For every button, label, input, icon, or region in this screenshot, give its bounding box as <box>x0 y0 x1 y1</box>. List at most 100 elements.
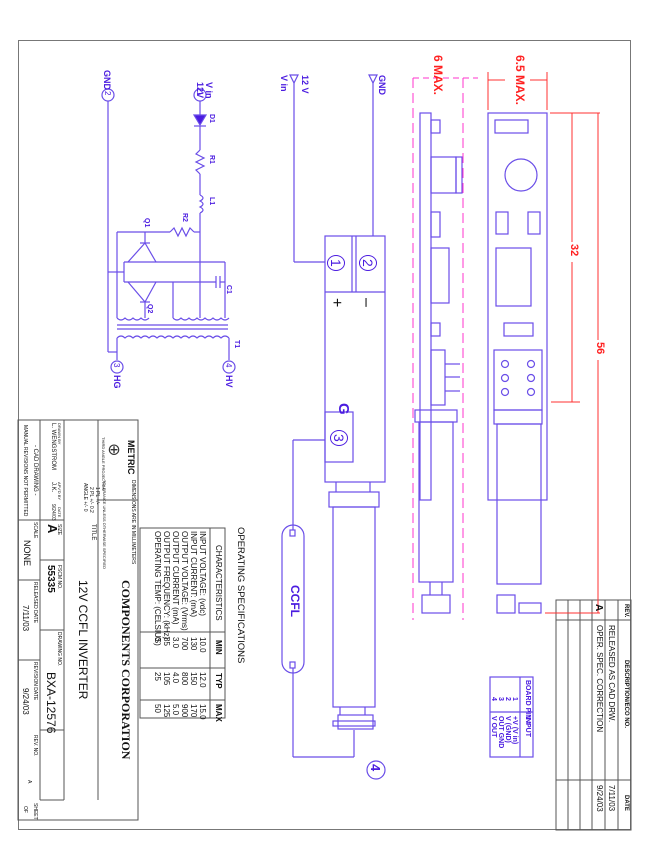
dim-side-width: 6 MAX. <box>431 55 445 96</box>
spec-row-name: INPUT CURRENT: (mA) <box>189 531 198 618</box>
dim-top-width: 6.5 MAX. <box>513 55 527 106</box>
sch-pin4-circle <box>222 360 236 374</box>
d1-label: D1 <box>208 114 215 123</box>
spec-row-name: INPUT VOLTAGE: (vdc) <box>198 531 207 616</box>
plus-sign: + <box>328 298 345 308</box>
spec-row-name: OUTPUT CURRENT (mA) <box>171 531 180 625</box>
q2-label: Q2 <box>146 304 153 314</box>
drawing-no-label: DRAWING NO. <box>56 632 62 667</box>
board-pin-2: 2 <box>504 697 511 701</box>
board-pin-3: 3 <box>497 697 504 701</box>
wire-12v-label: 12 V <box>300 75 310 94</box>
wire-pin2-label: 2 <box>359 255 377 271</box>
t1-label: T1 <box>233 340 240 349</box>
c1-label: C1 <box>225 285 232 294</box>
revision-table <box>555 599 632 831</box>
sch-pin4-number: 4 <box>224 363 233 368</box>
scale-label: SCALE <box>32 522 38 539</box>
fscm-value: 55335 <box>45 565 56 593</box>
board-input-2: V (GND) <box>504 716 511 743</box>
drawing-title: 12V CCFL INVERTER <box>76 580 90 700</box>
spec-row-max: 125 <box>162 704 171 718</box>
dims-note: DIMENSIONS ARE IN MILLIMETERS <box>130 480 136 565</box>
sheet-label: SHEET <box>32 803 38 820</box>
wire-gnd-label: GND <box>377 75 387 95</box>
spec-row-max: 50 <box>153 704 162 713</box>
rev-no-value: A <box>26 780 32 784</box>
rev-header: REV. <box>623 604 629 618</box>
spec-row-max: 900 <box>180 704 189 718</box>
spec-title: OPERATING SPECIFICATIONS <box>235 527 246 664</box>
rev-row-2-rev: A <box>593 604 604 612</box>
sch-vin-volt-label: 12V <box>195 82 205 99</box>
ccfl-label: CCFL <box>288 585 302 617</box>
dim-overall-length: 56 <box>594 342 606 355</box>
spec-row-typ: 800 <box>180 672 189 686</box>
connector-body <box>324 235 386 483</box>
manual-note: MANUAL REVISIONS NOT PERMITTED <box>22 425 28 517</box>
fscm-label: FSCM NO. <box>56 565 62 590</box>
sch-pin3-number: 3 <box>112 363 121 368</box>
apvd-date-label: DATE <box>57 507 62 518</box>
spec-row-typ: 12.0 <box>198 672 207 688</box>
rev-row-1-date: 7/11/03 <box>607 785 616 812</box>
spec-row-min: 700 <box>180 637 189 651</box>
wiring-diagram <box>281 74 386 780</box>
wire-pin4-circle <box>366 760 386 780</box>
top-view <box>487 112 548 614</box>
tolerance-note: TOLERANCE UNLESS OTHERWISE SPECIFIED <box>102 480 107 569</box>
spec-typ-header: TYP <box>214 673 223 689</box>
drawn-by-label: DRAWN BY <box>57 423 62 445</box>
wire-vin-label: V in <box>279 75 289 92</box>
q1-label: Q1 <box>143 218 150 228</box>
sch-pin3-circle <box>110 360 124 374</box>
spec-row-min: 130 <box>189 637 198 651</box>
spec-table <box>139 527 226 719</box>
dim-board-length: 32 <box>568 244 580 257</box>
minus-sign: – <box>358 298 375 307</box>
spec-row-typ: 4.0 <box>171 672 180 684</box>
scale-value: NONE <box>22 540 32 567</box>
sch-vin-label: V in <box>204 82 214 99</box>
wire-pin3-label: 3 <box>330 430 348 446</box>
spec-max-header: MAX <box>214 704 223 722</box>
resistor-r1-symbol <box>194 149 206 175</box>
board-input-header: INPUT <box>524 716 531 737</box>
board-pin-4: 4 <box>490 697 497 701</box>
g-label: G <box>335 403 352 415</box>
transformer-secondary <box>116 335 230 339</box>
date-header: DATE <box>623 795 629 811</box>
spec-row-name: OUTPUT VOLTAGE: (Vrms) <box>180 531 189 631</box>
spec-row-min: 3.0 <box>171 637 180 649</box>
released-date: 7/11/03 <box>21 605 30 632</box>
apvd-by-label: APV'D BY <box>57 482 62 501</box>
drawing-number: BXA-12576 <box>44 672 58 734</box>
board-pin-1: 1 <box>511 697 518 701</box>
spec-row-typ: 150 <box>189 672 198 686</box>
wire-pin1-label: 1 <box>327 255 345 271</box>
board-input-3: OUT GND <box>497 716 504 749</box>
company-name: COMPONENTS CORPORATION <box>119 580 133 760</box>
spec-row-min: 0 <box>153 637 162 642</box>
spec-row-max: 15.0 <box>198 704 207 720</box>
cad-note: - CAD DRAWING - <box>32 445 38 496</box>
size-value: A <box>45 524 60 534</box>
released-label: RELEASED DATE <box>32 582 38 624</box>
title-label: TITLE <box>90 524 96 541</box>
rev-no-label: REV. NO. <box>32 735 38 757</box>
drawn-by: L. WENGSTROM <box>50 423 56 471</box>
spec-row-max: 5.0 <box>171 704 180 716</box>
r1-label: R1 <box>208 155 215 164</box>
side-view <box>414 112 463 614</box>
rev-row-2-desc: OPER. SPEC. CORRECTION <box>595 625 604 733</box>
diode-d1-symbol <box>192 114 208 127</box>
spec-row-name: OPERATING TEMP: (CELSIUS) <box>153 531 162 646</box>
title-block <box>17 419 139 821</box>
revision-label: REVISION DATE <box>32 662 38 701</box>
apvd-date: 9/24/03 <box>50 504 56 521</box>
hv-label: HV <box>224 375 234 388</box>
desc-header: DESCRIPTION/ECO NO. <box>623 660 629 729</box>
transformer-primary <box>116 317 230 321</box>
tol-angle: ANGLE +/- 0 <box>82 483 88 512</box>
tol-1pl: 1 PL +/- <box>94 487 100 505</box>
